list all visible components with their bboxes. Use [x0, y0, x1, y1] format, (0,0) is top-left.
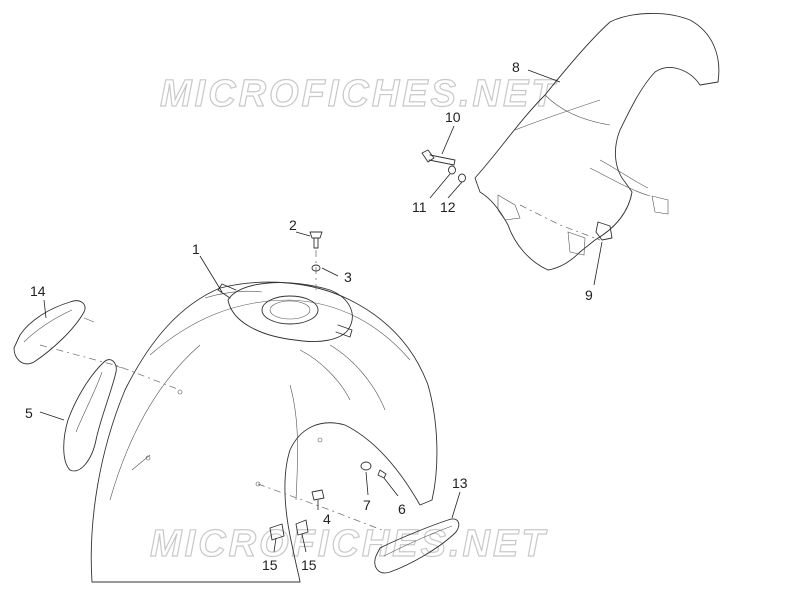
callout-13: 13	[452, 475, 468, 491]
part-7-grommet	[360, 461, 372, 471]
part-10-bolt	[421, 149, 456, 166]
watermark-top: MICROFICHES.NET	[160, 73, 558, 115]
assembly-line-c	[257, 483, 383, 531]
part-11-washer	[448, 165, 456, 175]
callout-1: 1	[192, 241, 200, 257]
callout-15b: 15	[301, 557, 317, 573]
part-6-screw	[377, 469, 387, 479]
callout-2: 2	[289, 217, 297, 233]
part-15b-clip	[295, 519, 309, 536]
part-8-rear-mudguard	[474, 13, 720, 271]
part-5-side-panel	[63, 359, 123, 472]
part-4-grommet	[311, 489, 325, 501]
callout-6: 6	[398, 501, 406, 517]
part-9-clip-nut	[595, 221, 613, 241]
callout-11: 11	[412, 199, 427, 215]
callout-5: 5	[25, 405, 33, 421]
part-14-trim-piece	[13, 300, 95, 365]
callout-12: 12	[440, 199, 456, 215]
leader-lines	[39, 69, 603, 553]
callout-9: 9	[585, 287, 593, 303]
callout-3: 3	[344, 269, 352, 285]
callout-10: 10	[445, 109, 461, 125]
part-13-trim-piece	[374, 518, 460, 574]
callout-7: 7	[363, 497, 371, 513]
callout-15a: 15	[262, 557, 278, 573]
part-15a-clip	[269, 523, 285, 541]
watermark-bottom: MICROFICHES.NET	[150, 523, 548, 565]
assembly-line-a	[39, 344, 181, 391]
part-1-front-mudguard	[90, 281, 438, 583]
callout-8: 8	[512, 59, 520, 75]
part-2-screw	[309, 231, 323, 249]
callout-14: 14	[30, 283, 46, 299]
part-12-washer	[458, 173, 466, 183]
callout-4: 4	[323, 511, 331, 527]
